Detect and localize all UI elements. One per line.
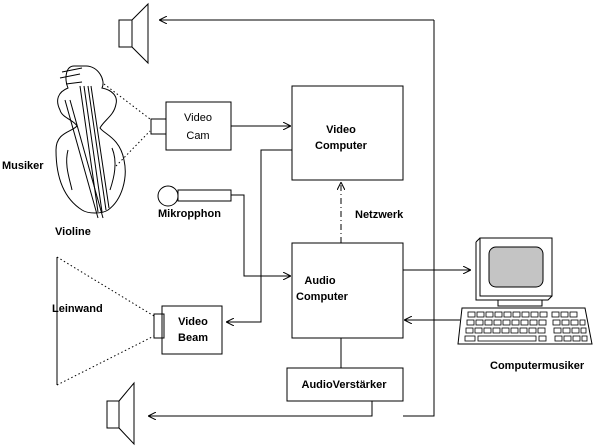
amp-to-bottom-speaker-arrow	[149, 401, 373, 416]
video-computer-label-2: Computer	[315, 140, 368, 152]
video-beam-box: Video Beam	[153, 305, 223, 355]
audio-computer-label-2: Computer	[296, 291, 349, 303]
video-cam-label-2: Cam	[186, 130, 209, 142]
computer-workstation-icon	[457, 237, 593, 345]
video-computer-box: Video Computer	[291, 85, 404, 181]
network-label: Netzwerk	[355, 209, 404, 221]
violin-icon	[55, 65, 126, 219]
mic-to-audio-computer-arrow	[231, 194, 290, 276]
audio-amp-label: AudioVerstärker	[302, 379, 388, 391]
microphone-icon	[157, 185, 232, 207]
video-cam-label-1: Video	[184, 112, 212, 124]
violin-label: Violine	[55, 226, 91, 238]
audio-computer-box: Audio Computer	[291, 242, 404, 339]
video-beam-label-2: Beam	[178, 332, 208, 344]
microphone-label: Mikropphon	[158, 208, 221, 220]
projection-screen-icon	[56, 256, 155, 386]
video-computer-to-beam-line	[227, 149, 292, 322]
computer-musician-label: Computermusiker	[490, 360, 585, 372]
video-beam-label-1: Video	[178, 316, 208, 328]
musician-label: Musiker	[2, 160, 44, 172]
audio-amp-box: AudioVerstärker	[286, 367, 404, 402]
camera-view-line-top	[103, 83, 151, 120]
camera-view-line-bottom	[115, 130, 151, 167]
screen-label: Leinwand	[52, 303, 103, 315]
video-cam-box: Video Cam	[150, 101, 232, 151]
audio-computer-label-1: Audio	[304, 275, 335, 287]
video-computer-label-1: Video	[326, 124, 356, 136]
speaker-top-icon	[118, 2, 149, 65]
speaker-bottom-icon	[106, 381, 135, 446]
amp-to-top-speaker-line	[403, 20, 435, 417]
